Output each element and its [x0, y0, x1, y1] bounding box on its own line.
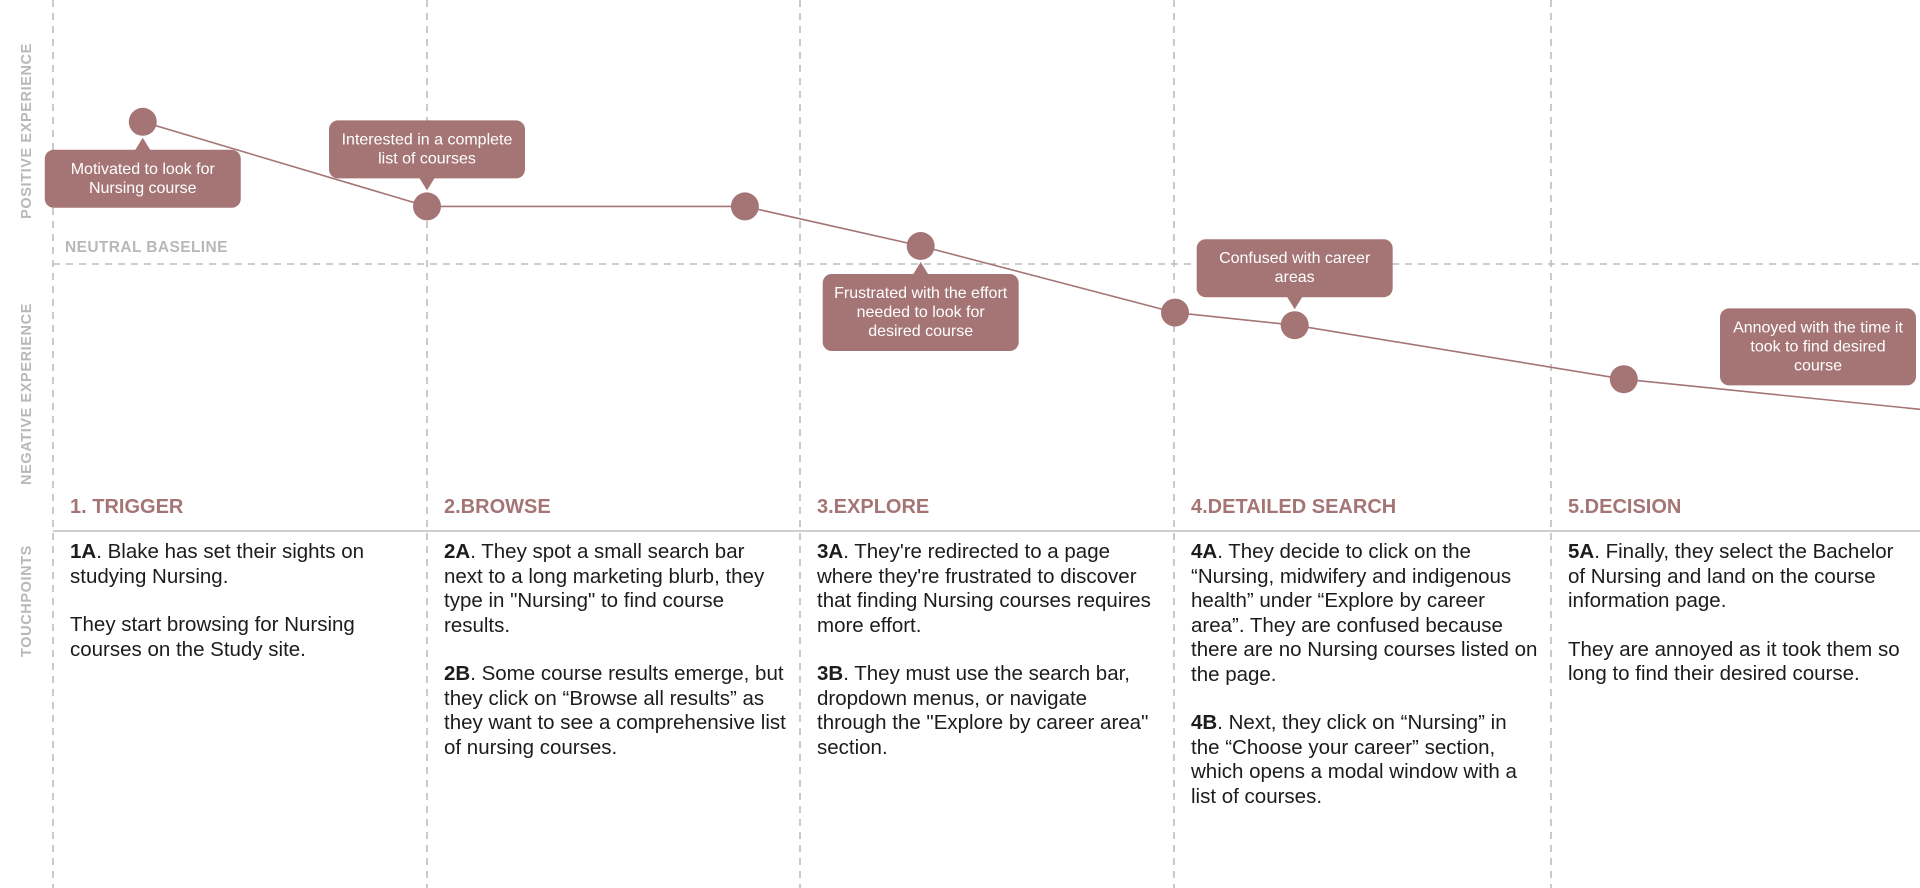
callout-box	[1196, 239, 1393, 298]
experience-point	[1609, 365, 1638, 394]
experience-point	[128, 107, 157, 136]
touchpoint-text: . They decide to click on the “Nursing, …	[1191, 540, 1538, 686]
touchpoint-paragraph: 1A. Blake has set their sights on studyi…	[70, 540, 414, 589]
touchpoint-paragraph: 4A. They decide to click on the “Nursing…	[1191, 540, 1538, 687]
touchpoint-text: . They spot a small search bar next to a…	[444, 540, 765, 637]
touchpoint-column: 2A. They spot a small search bar next to…	[444, 540, 787, 784]
touchpoint-text: They start browsing for Nursing courses …	[70, 613, 355, 661]
touchpoint-column: 5A. Finally, they select the Bachelor of…	[1568, 540, 1907, 711]
touchpoint-code: 4B	[1191, 711, 1218, 734]
touchpoint-paragraph: They start browsing for Nursing courses …	[70, 613, 414, 662]
touchpoint-text: . They must use the search bar, dropdown…	[817, 662, 1149, 759]
touchpoint-paragraph: 4B. Next, they click on “Nursing” in the…	[1191, 711, 1538, 809]
touchpoint-code: 1A	[70, 540, 97, 563]
touchpoint-paragraph: 2A. They spot a small search bar next to…	[444, 540, 787, 638]
stage-title: 3.EXPLORE	[817, 496, 929, 518]
stage-title: 4.DETAILED SEARCH	[1191, 496, 1396, 518]
callout-pointer	[419, 177, 435, 191]
touchpoint-paragraph: 3A. They're redirected to a page where t…	[817, 540, 1161, 638]
touchpoint-text: . Blake has set their sights on studying…	[70, 540, 364, 588]
touchpoint-code: 3A	[817, 540, 844, 563]
callout-box	[329, 120, 525, 179]
experience-polyline	[142, 121, 1920, 411]
stage-titles: 1. TRIGGER 2.BROWSE 3.EXPLORE 4.DETAILED SE…	[70, 496, 1681, 518]
touchpoint-paragraph: They are annoyed as it took them so long…	[1568, 638, 1907, 687]
row-labels: POSITIVE EXPERIENCE NEGATIVE EXPERIENCE …	[19, 43, 228, 657]
experience-point	[1161, 298, 1189, 327]
callout-box	[44, 149, 241, 208]
callout-box	[1720, 308, 1916, 386]
experience-point	[413, 192, 441, 221]
stage-title: 1. TRIGGER	[70, 496, 184, 518]
touchpoint-text: . Finally, they select the Bachelor of N…	[1568, 540, 1894, 612]
touchpoints-row: 1A. Blake has set their sights on studyi…	[0, 540, 1920, 888]
touchpoints-label: TOUCHPOINTS	[19, 545, 35, 657]
touchpoint-code: 5A	[1568, 540, 1595, 563]
experience-point	[906, 232, 935, 260]
experience-point	[730, 192, 759, 221]
experience-line	[128, 107, 1920, 411]
touchpoint-paragraph: 2B. Some course results emerge, but they…	[444, 662, 787, 760]
touchpoint-column: 3A. They're redirected to a page where t…	[817, 540, 1161, 784]
touchpoint-code: 4A	[1191, 540, 1218, 563]
touchpoint-code: 3B	[817, 662, 844, 685]
stage-title: 5.DECISION	[1568, 496, 1681, 518]
touchpoint-column: 1A. Blake has set their sights on studyi…	[70, 540, 414, 686]
positive-experience-label: POSITIVE EXPERIENCE	[19, 43, 35, 219]
touchpoint-text: . They're redirected to a page where the…	[817, 540, 1151, 637]
touchpoint-text: . Next, they click on “Nursing” in the “…	[1191, 711, 1517, 808]
experience-point	[1280, 311, 1309, 340]
callout-pointer	[1286, 296, 1303, 310]
touchpoint-text: . Some course results emerge, but they c…	[444, 662, 786, 759]
touchpoint-column: 4A. They decide to click on the “Nursing…	[1191, 540, 1538, 833]
touchpoint-paragraph: 5A. Finally, they select the Bachelor of…	[1568, 540, 1907, 614]
stage-title: 2.BROWSE	[444, 496, 551, 518]
callout-box	[822, 274, 1019, 351]
negative-experience-label: NEGATIVE EXPERIENCE	[19, 303, 35, 485]
touchpoint-paragraph: 3B. They must use the search bar, dropdo…	[817, 662, 1161, 760]
touchpoint-code: 2A	[444, 540, 471, 563]
neutral-baseline-label: NEUTRAL BASELINE	[65, 239, 228, 256]
callout-pointer	[912, 262, 929, 275]
touchpoint-code: 2B	[444, 662, 471, 685]
callout-pointer	[134, 137, 151, 151]
touchpoint-text: They are annoyed as it took them so long…	[1568, 637, 1900, 686]
